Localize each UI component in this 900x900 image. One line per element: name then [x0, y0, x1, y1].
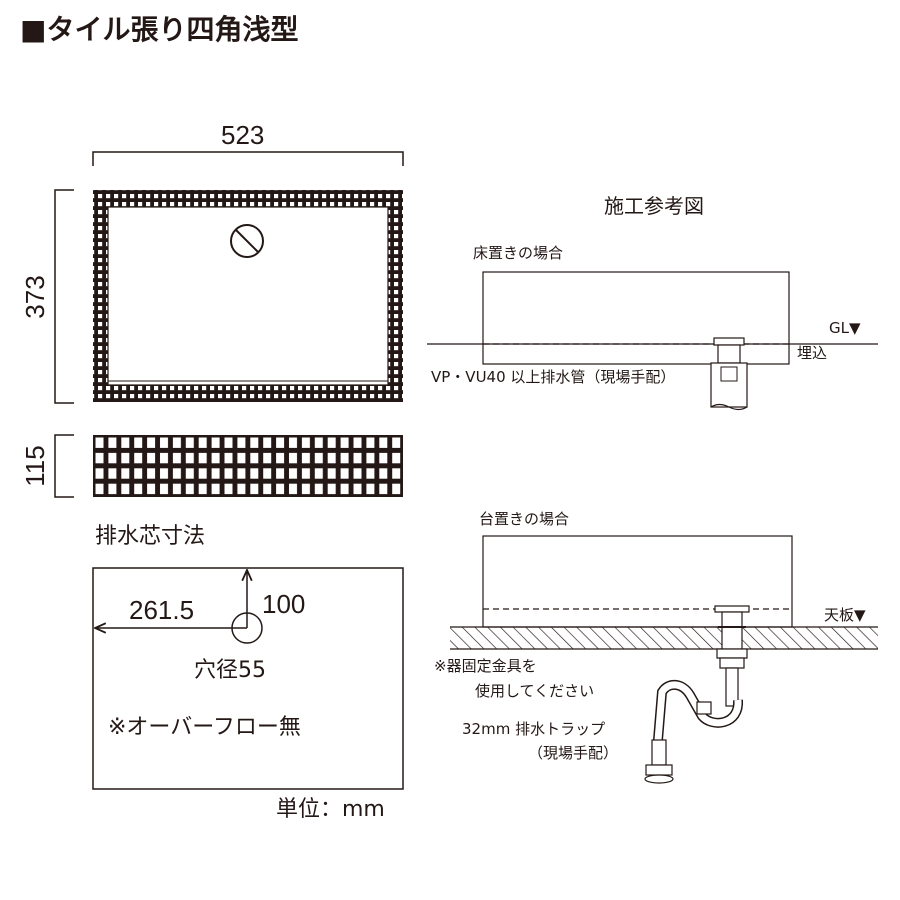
width-dimension-label: 523: [221, 120, 265, 150]
buried-label: 埋込: [797, 344, 828, 362]
fixing-note-line1: ※器固定金具を: [434, 657, 537, 675]
basin-interior: [107, 206, 389, 386]
plan-view: [54, 151, 404, 404]
drain-y-label: 100: [262, 589, 306, 619]
gl-label: GL▼: [829, 319, 861, 337]
counter-top-label: 天板▼: [824, 606, 866, 624]
floor-basin: [482, 271, 790, 365]
counter-install-diagram: [450, 535, 878, 784]
page-title: ■タイル張り四角浅型: [20, 13, 299, 46]
width-dimension-line: [92, 151, 404, 166]
counter-install-label: 台置きの場合: [479, 510, 570, 528]
trap-label-line2: （現場手配）: [528, 744, 619, 762]
reference-title: 施工参考図: [604, 194, 704, 218]
unit-label: 単位：mm: [276, 797, 385, 822]
side-view: [54, 434, 403, 498]
floor-install-diagram: [427, 271, 878, 411]
counter-top: [450, 627, 878, 649]
floor-install-label: 床置きの場合: [473, 244, 564, 262]
overflow-note: ※オーバーフロー無: [108, 715, 301, 740]
height-dimension-label: 373: [20, 275, 50, 319]
trap-label-line1: 32mm 排水トラップ: [462, 720, 606, 738]
height-dimension-line: [54, 189, 74, 404]
drain-dimension-view: [92, 567, 404, 790]
depth-dimension-line: [54, 434, 74, 498]
fixing-note-line2: 使用してください: [475, 682, 595, 700]
hole-diameter-label: 穴径55: [194, 658, 266, 683]
drain-dimension-title: 排水芯寸法: [95, 524, 206, 549]
counter-basin: [482, 535, 793, 628]
drain-symbol-icon: [230, 224, 264, 258]
depth-dimension-label: 115: [20, 445, 50, 487]
drain-outline: [92, 567, 404, 790]
pipe-label: VP・VU40 以上排水管（現場手配）: [431, 368, 676, 386]
drain-x-label: 261.5: [129, 595, 195, 625]
side-tiles: [93, 435, 403, 497]
